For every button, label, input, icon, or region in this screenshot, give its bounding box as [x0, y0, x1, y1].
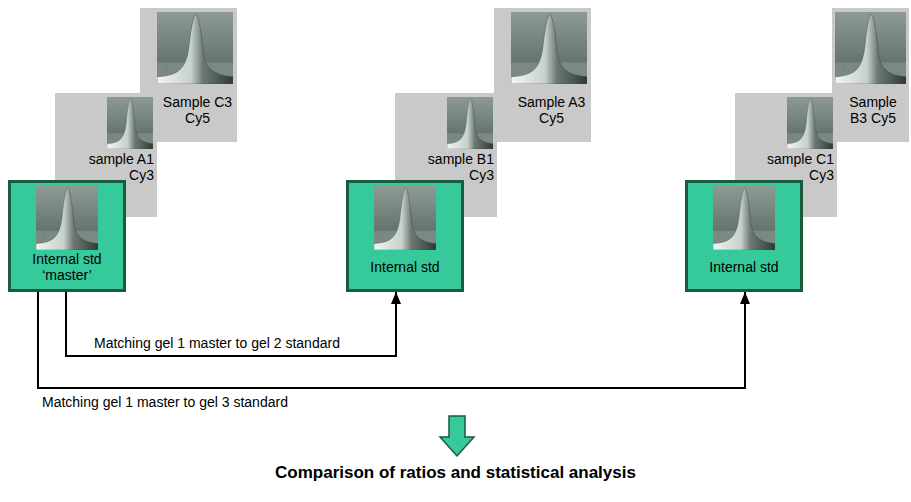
gel-spot-image [447, 97, 493, 149]
node-label: sample C1 Cy3 [764, 151, 834, 183]
down-arrow [440, 416, 474, 456]
edge-label: Matching gel 1 master to gel 3 standard [40, 394, 290, 410]
gel-spot-image [107, 97, 153, 149]
internal-standard-box: Internal std ‘master’ [8, 180, 126, 292]
node-label: Internal std ‘master’ [15, 251, 119, 283]
matching-connector [38, 292, 745, 388]
sample-gel-card: Sample A3 Cy5 [494, 8, 591, 142]
node-label: sample A1 Cy3 [84, 151, 154, 183]
edge-label: Matching gel 1 master to gel 2 standard [92, 335, 342, 351]
internal-standard-box: Internal std [346, 180, 464, 292]
internal-standard-box: Internal std [685, 180, 803, 292]
node-label: Sample A3 Cy5 [516, 94, 587, 126]
gel-spot-image [713, 186, 775, 250]
gel-spot-image [787, 97, 833, 149]
node-label: Internal std [353, 259, 457, 275]
node-label: sample B1 Cy3 [424, 151, 494, 183]
gel-spot-image [835, 12, 906, 84]
gel-spot-image [374, 186, 436, 250]
matching-connector [66, 292, 396, 356]
node-label: Sample B3 Cy5 [840, 94, 906, 126]
gel-spot-image [511, 12, 587, 84]
node-label: Internal std [692, 259, 796, 275]
node-label: Sample C3 Cy5 [162, 94, 233, 126]
caption: Comparison of ratios and statistical ana… [0, 463, 911, 483]
gel-spot-image [157, 12, 233, 84]
gel-spot-image [36, 186, 98, 250]
sample-gel-card: Sample B3 Cy5 [832, 8, 909, 142]
